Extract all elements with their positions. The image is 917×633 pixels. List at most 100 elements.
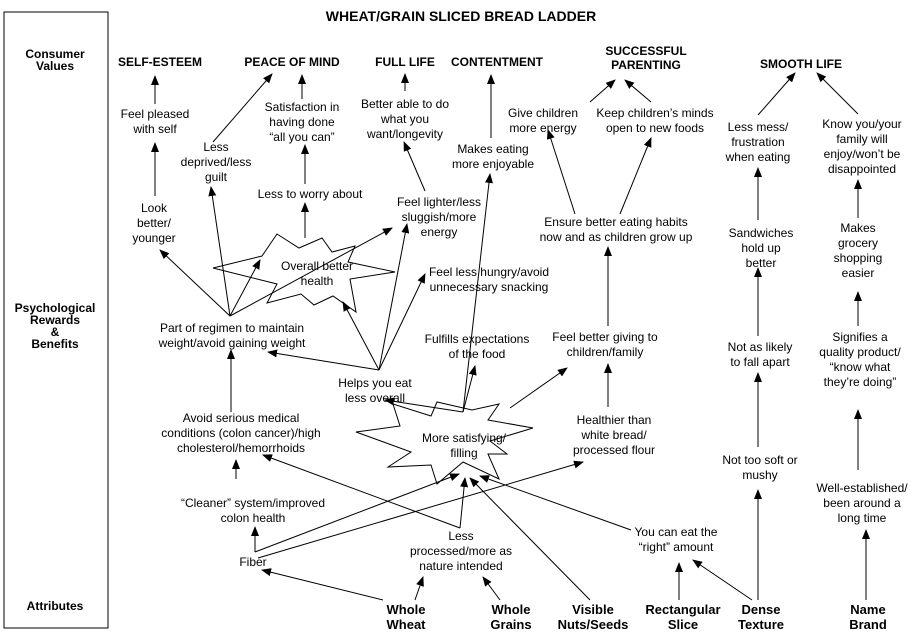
text-line: Better able to do [361,97,449,111]
text-line: cholesterol/hemorrhoids [177,441,305,455]
arrow [462,365,477,413]
arrow [459,477,469,529]
text-line: grocery [838,236,878,250]
text-line: Nuts/Seeds [558,617,629,632]
arrow [378,273,426,371]
text-line: Attributes [27,599,84,613]
text-line: more energy [509,121,576,135]
node-more-satisfying: More satisfying/filling [422,431,507,460]
text-line: Slice [668,617,698,632]
text-line: disappointed [828,162,896,176]
arrow [619,137,652,215]
text-line: younger [132,231,175,245]
text-line: Grains [490,617,531,632]
text-line: Rectangular [645,602,720,617]
text-line: nature intended [419,559,502,573]
text-line: Give children [508,106,578,120]
text-line: sluggish/more [402,210,477,224]
side-label-attributes: Attributes [27,599,84,613]
text-line: open to new foods [606,121,704,135]
arrow [384,397,464,413]
text-line: colon health [221,511,286,525]
arrow [479,475,632,531]
text-line: Brand [849,617,887,632]
text-line: Visible [572,602,614,617]
arrow [482,576,501,601]
value-self-esteem: SELF-ESTEEM [118,55,202,69]
arrow [267,349,380,371]
text-line: SUCCESSFUL [605,44,686,58]
text-line: Fulfills expectations [425,332,530,346]
text-line: long time [838,511,887,525]
text-line: Signifies a [832,330,888,344]
node-right-amount: You can eat the“right” amount [635,525,718,554]
text-line: with self [132,122,177,136]
text-line: Feel lighter/less [397,195,481,209]
arrow [589,79,616,103]
text-line: better [746,256,777,270]
text-line: better/ [137,216,172,230]
text-line: Values [36,59,74,73]
text-line: “Cleaner” system/improved [181,496,325,510]
arrow [254,473,460,553]
text-line: when eating [725,150,791,164]
text-line: Sandwiches [729,226,794,240]
text-line: filling [450,446,477,460]
arrow [469,477,591,601]
text-line: Ensure better eating habits [544,215,687,229]
text-line: Avoid serious medical [183,411,300,425]
text-line: Feel pleased [121,107,190,121]
text-line: Psychological [15,301,96,315]
text-line: Feel better giving to [552,330,658,344]
text-line: “right” amount [639,540,714,554]
arrow [229,259,261,317]
overall-health-starburst [212,233,396,314]
arrow [509,367,568,409]
text-line: to fall apart [730,355,790,369]
node-fiber: Fiber [239,555,266,569]
arrow [342,301,380,371]
text-line: guilt [205,170,228,184]
text-line: & [51,325,60,339]
text-line: Wheat [387,617,427,632]
text-line: Makes [840,221,875,235]
text-line: Well-established/ [816,481,908,495]
arrow [212,73,273,143]
text-line: Less mess/ [728,120,789,134]
text-line: health [301,274,334,288]
text-line: Look [141,201,168,215]
text-line: enjoy/won’t be [824,147,901,161]
diagram-title: WHEAT/GRAIN SLICED BREAD LADDER [326,8,596,24]
text-line: SMOOTH LIFE [760,57,842,71]
text-line: PARENTING [611,58,681,72]
text-line: Satisfaction in [265,100,340,114]
text-line: processed flour [573,443,655,457]
text-line: quality product/ [819,345,901,359]
text-line: Less [448,529,473,543]
text-line: Not too soft or [722,453,797,467]
arrow [403,141,426,192]
arrow [378,223,410,371]
side-panel [3,11,109,629]
text-line: Rewards [30,313,80,327]
